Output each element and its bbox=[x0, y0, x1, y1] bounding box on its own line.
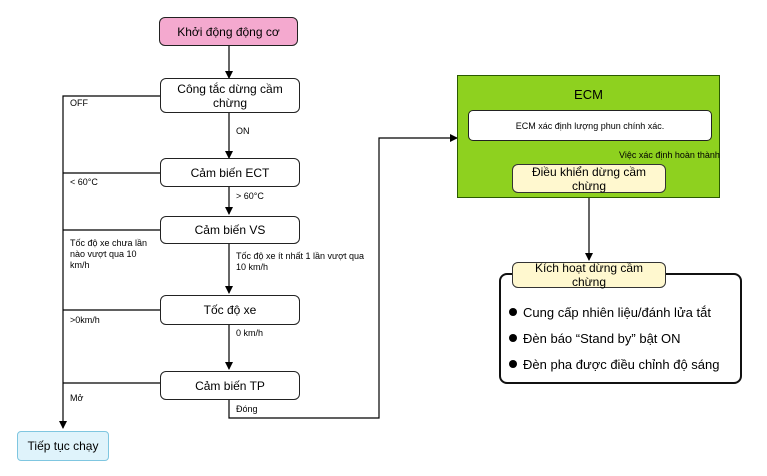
speed-above-zero-label: >0km/h bbox=[70, 315, 100, 325]
activation-item-text: Đèn báo “Stand by” bật ON bbox=[523, 331, 681, 346]
speed-not-exceeded-label: Tốc độ xe chưa lần nào vượt qua 10 km/h bbox=[70, 238, 148, 270]
idle-stop-control-box: Điều khiển dừng cầm chừng bbox=[512, 164, 666, 193]
activation-item: Cung cấp nhiên liệu/đánh lửa tắt bbox=[509, 305, 711, 320]
tp-sensor-box: Cảm biến TP bbox=[160, 371, 300, 400]
determination-complete-label: Việc xác định hoàn thành bbox=[619, 150, 720, 160]
ecm-title: ECM bbox=[574, 87, 603, 102]
start-box: Khởi động động cơ bbox=[159, 17, 298, 46]
above-60c-label: > 60°C bbox=[236, 191, 264, 201]
speed-zero-label: 0 km/h bbox=[236, 328, 264, 338]
continue-running-box: Tiếp tục chạy bbox=[17, 431, 109, 461]
throttle-open-label: Mở bbox=[70, 393, 84, 403]
bullet-icon bbox=[509, 360, 517, 368]
vehicle-speed-box: Tốc độ xe bbox=[160, 295, 300, 325]
activation-title: Kích hoạt dừng cầm chừng bbox=[512, 261, 666, 289]
off-label: OFF bbox=[70, 98, 88, 108]
activation-item-text: Đèn pha được điều chỉnh độ sáng bbox=[523, 357, 720, 372]
bullet-icon bbox=[509, 308, 517, 316]
on-label: ON bbox=[236, 126, 250, 136]
bullet-icon bbox=[509, 334, 517, 342]
ecm-injection-box: ECM xác định lượng phun chính xác. bbox=[468, 110, 712, 141]
activation-item-text: Cung cấp nhiên liệu/đánh lửa tắt bbox=[523, 305, 711, 320]
activation-panel bbox=[499, 273, 742, 384]
throttle-closed-label: Đóng bbox=[236, 404, 258, 414]
activation-item: Đèn báo “Stand by” bật ON bbox=[509, 331, 681, 346]
idle-stop-switch-box: Công tắc dừng cầm chừng bbox=[160, 78, 300, 113]
vs-sensor-box: Cảm biến VS bbox=[160, 216, 300, 244]
activation-item: Đèn pha được điều chỉnh độ sáng bbox=[509, 357, 719, 372]
speed-exceeded-label: Tốc độ xe ít nhất 1 lần vượt qua 10 km/h bbox=[236, 251, 364, 272]
ect-sensor-box: Cảm biến ECT bbox=[160, 158, 300, 187]
below-60c-label: < 60°C bbox=[70, 177, 98, 187]
